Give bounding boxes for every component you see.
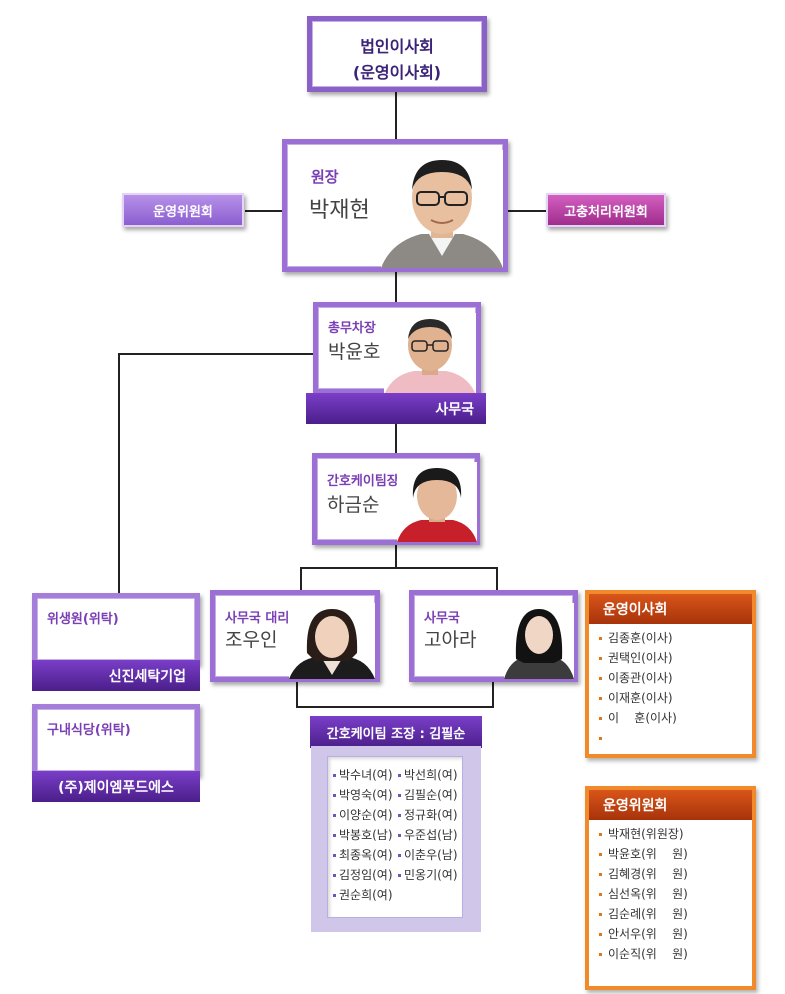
committee-left-button[interactable]: 운영위원회 (122, 193, 244, 227)
connector-team-left (296, 680, 298, 707)
care-team-column-2: 박선희(여)김필순(여)정규화(여)우준섭(남)이춘우(남)민옹기(여) (398, 765, 458, 885)
nursing-lead-role: 간호케이팀장 (327, 474, 399, 489)
cafeteria-company: (주)제이엠푸드에스 (58, 779, 174, 796)
care-team-header-label: 간호케이팀 조장 : 김필순 (326, 726, 466, 742)
office-staff-1-photo (289, 603, 375, 679)
connector-gm-nursing (395, 424, 397, 454)
operating-committee-member: 심선옥(위 원) (599, 884, 752, 904)
office-staff-box-2: 사무국 고아라 (409, 590, 578, 682)
office-staff-1-role: 사무국 대리 (225, 611, 290, 626)
care-team-member: 권순희(여) (333, 885, 393, 905)
operating-board-panel: 운영이사회 김종훈(이사)권택인(이사)이종관(이사)이재훈(이사)이 훈(이사… (585, 590, 756, 758)
board-subtitle: (운영이사회) (352, 63, 442, 82)
director-name: 박재현 (309, 198, 370, 223)
operating-committee-member: 박윤호(위 원) (599, 844, 752, 864)
general-manager-box: 총무차장 박윤호 (313, 302, 481, 395)
connector-director-right (508, 210, 548, 212)
committee-right-label: 고충처리위원회 (564, 204, 648, 220)
care-team-member: 최종옥(여) (333, 845, 393, 865)
hygiene-title: 위생원(위탁) (47, 612, 119, 627)
operating-committee-title: 운영위원회 (589, 790, 752, 820)
care-team-member: 이춘우(남) (398, 845, 458, 865)
operating-committee-member: 박재현(위원장) (599, 824, 752, 844)
operating-board-member: 이종관(이사) (599, 668, 752, 688)
cafeteria-company-bar: (주)제이엠푸드에스 (32, 771, 200, 802)
nursing-lead-name: 하금순 (327, 494, 380, 516)
connector-team-bottom (296, 706, 494, 708)
operating-board-member: 김종훈(이사) (599, 628, 752, 648)
director-box: 원장 박재현 (282, 139, 508, 272)
general-manager-photo (384, 313, 476, 395)
office-department-bar: 사무국 (306, 393, 486, 424)
care-team-member: 박영숙(여) (333, 785, 393, 805)
hygiene-company-bar: 신진세탁기업 (32, 660, 200, 691)
care-team-member: 우준섭(남) (398, 825, 458, 845)
board-box: 법인이사회 (운영이사회) (307, 16, 487, 92)
nursing-lead-photo (397, 462, 477, 542)
cafeteria-title: 구내식당(위탁) (47, 723, 131, 738)
general-manager-role: 총무차장 (328, 321, 376, 336)
committee-right-button[interactable]: 고충처리위원회 (546, 193, 666, 227)
care-team-member: 정규화(여) (398, 805, 458, 825)
care-team-member: 박선희(여) (398, 765, 458, 785)
operating-committee-list: 박재현(위원장)박윤호(위 원)김혜경(위 원)심선옥(위 원)김순례(위 원)… (589, 820, 752, 964)
operating-board-member: 권택인(이사) (599, 648, 752, 668)
general-manager-name: 박윤호 (328, 341, 381, 363)
office-staff-1-name: 조우인 (225, 629, 278, 651)
connector-nursing-down (395, 544, 397, 568)
connector-staff-horizontal (300, 567, 498, 569)
connector-staff-right (496, 567, 498, 593)
connector-gm-left (118, 353, 315, 355)
office-department-label: 사무국 (435, 401, 474, 418)
nursing-lead-box: 간호케이팀장 하금순 (312, 453, 480, 545)
care-team-member: 민옹기(여) (398, 865, 458, 885)
care-team-member: 박수녀(여) (333, 765, 393, 785)
hygiene-company: 신진세탁기업 (108, 668, 186, 685)
connector-left-vertical (118, 353, 120, 595)
care-team-member: 이양순(여) (333, 805, 393, 825)
operating-committee-member: 김순례(위 원) (599, 904, 752, 924)
office-staff-box-1: 사무국 대리 조우인 (210, 590, 380, 682)
operating-board-member: 이 훈(이사) (599, 708, 752, 728)
connector-board-director (395, 92, 397, 140)
committee-left-label: 운영위원회 (153, 204, 213, 220)
care-team-member: 김정임(여) (333, 865, 393, 885)
operating-board-title: 운영이사회 (589, 594, 752, 624)
operating-board-member: 이재훈(이사) (599, 688, 752, 708)
connector-director-left (245, 210, 282, 212)
hygiene-box: 위생원(위탁) (32, 593, 200, 665)
operating-committee-panel: 운영위원회 박재현(위원장)박윤호(위 원)김혜경(위 원)심선옥(위 원)김순… (585, 786, 756, 990)
care-team-column-1: 박수녀(여)박영숙(여)이양순(여)박봉호(남)최종옥(여)김정임(여)권순희(… (333, 765, 393, 905)
office-staff-2-photo (504, 603, 574, 679)
cafeteria-box: 구내식당(위탁) (32, 704, 200, 776)
care-team-list-box: 박수녀(여)박영숙(여)이양순(여)박봉호(남)최종옥(여)김정임(여)권순희(… (327, 756, 463, 918)
office-staff-2-name: 고아라 (424, 629, 477, 651)
care-team-header: 간호케이팀 조장 : 김필순 (310, 716, 482, 748)
director-photo (381, 150, 503, 268)
operating-committee-member: 안서우(위 원) (599, 924, 752, 944)
director-role: 원장 (311, 168, 339, 186)
office-staff-2-role: 사무국 (424, 611, 460, 626)
connector-director-gm (395, 272, 397, 304)
connector-team-right (492, 680, 494, 707)
board-title: 법인이사회 (360, 37, 434, 56)
care-team-panel: 박수녀(여)박영숙(여)이양순(여)박봉호(남)최종옥(여)김정임(여)권순희(… (311, 746, 481, 932)
care-team-member: 김필순(여) (398, 785, 458, 805)
operating-board-list: 김종훈(이사)권택인(이사)이종관(이사)이재훈(이사)이 훈(이사) (589, 624, 752, 748)
care-team-member: 박봉호(남) (333, 825, 393, 845)
connector-staff-left (300, 567, 302, 593)
operating-committee-member: 이순직(위 원) (599, 944, 752, 964)
operating-committee-member: 김혜경(위 원) (599, 864, 752, 884)
operating-board-member (599, 728, 752, 748)
